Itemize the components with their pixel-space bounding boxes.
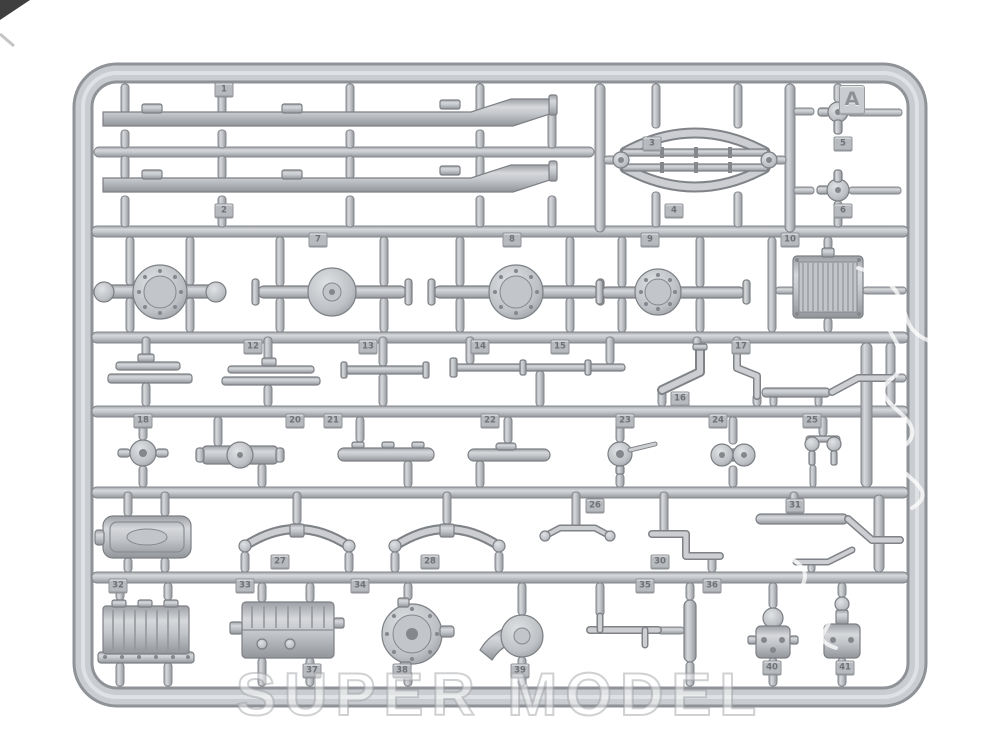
part-number-tag: 16	[670, 391, 690, 407]
hump-bar-part	[467, 442, 551, 462]
part-number-tag: 40	[762, 660, 782, 676]
part-number-tag: 7	[308, 232, 328, 248]
steering-knuckle-part-lower	[816, 169, 850, 202]
twin-drum-part	[710, 443, 756, 467]
rear-axle-part	[427, 264, 605, 320]
t-pipe-part	[586, 612, 662, 649]
flat-bracket-stack-part	[107, 353, 193, 384]
part-number-tag: 23	[615, 413, 635, 429]
part-number-tag: 20	[285, 413, 305, 429]
leaf-plate-stack-part	[221, 357, 321, 386]
radiator-part	[792, 247, 864, 319]
s-bracket-part	[733, 344, 761, 400]
part-number-tag: 41	[835, 660, 855, 676]
front-axle-part	[93, 264, 227, 320]
part-number-tag: 39	[510, 663, 530, 679]
sprue-letter-badge: A	[839, 85, 865, 115]
engine-crankcase-part	[229, 601, 345, 659]
axle-center-section-part	[195, 441, 285, 469]
part-number-tag: 28	[420, 554, 440, 570]
leaf-spring-arc-part-right	[388, 523, 506, 553]
z-bracket-part	[648, 530, 724, 560]
part-number-tag: 5	[833, 136, 853, 152]
part-number-tag: 4	[664, 203, 684, 219]
part-number-tag: 33	[235, 578, 255, 594]
part-number-tag: 26	[585, 498, 605, 514]
banjo-axle-part	[251, 267, 413, 317]
engine-block-half-part	[97, 599, 195, 664]
part-number-tag: 35	[635, 578, 655, 594]
part-number-tag: 38	[392, 663, 412, 679]
pump-lever-part	[607, 441, 658, 475]
wheel-hub-part	[117, 439, 169, 467]
part-number-tag: 18	[133, 413, 153, 429]
part-number-tag: 30	[650, 554, 670, 570]
part-number-tag: 24	[708, 413, 728, 429]
part-number-tag: 8	[502, 232, 522, 248]
part-number-tag: 3	[642, 136, 662, 152]
leaf-springs-cluster-part	[612, 127, 778, 193]
blower-horn-part	[479, 614, 544, 661]
part-number-tag: 9	[640, 232, 660, 248]
part-number-tag: 21	[323, 413, 343, 429]
part-number-tag: 25	[802, 413, 822, 429]
chassis-rail-lower-part	[102, 160, 558, 193]
part-number-tag: 1	[214, 82, 234, 98]
part-number-tag: 2	[214, 203, 234, 219]
part-number-tag: 22	[480, 413, 500, 429]
u-clamp-part	[539, 524, 616, 542]
chassis-rail-upper-part	[102, 94, 558, 127]
gearbox-part-left	[747, 607, 799, 659]
part-number-tag: 17	[731, 339, 751, 355]
part-number-tag: 6	[833, 203, 853, 219]
part-number-tag: 13	[358, 339, 378, 355]
flat-plate-part	[340, 361, 430, 379]
part-number-tag: 15	[550, 339, 570, 355]
mount-bar-part	[337, 441, 435, 462]
part-number-tag: 32	[108, 578, 128, 594]
long-tie-rod-part	[449, 357, 626, 378]
oil-pan-part	[94, 515, 192, 559]
shackle-pair-part	[804, 435, 842, 466]
part-number-tag: 10	[780, 232, 800, 248]
part-number-tag: 27	[270, 554, 290, 570]
leaf-spring-arc-part-left	[238, 523, 356, 553]
part-number-tag: 34	[350, 578, 370, 594]
second-rear-axle-part	[595, 268, 751, 316]
cylinder-part	[683, 599, 697, 663]
transfer-case-part	[381, 597, 455, 672]
exhaust-elbow-part	[657, 343, 708, 395]
part-number-tag: 14	[470, 339, 490, 355]
gearbox-part-right	[823, 596, 861, 659]
part-number-tag: 36	[702, 578, 722, 594]
part-number-tag: 31	[785, 498, 805, 514]
part-number-tag: 37	[302, 663, 322, 679]
part-number-tag: 12	[243, 339, 263, 355]
